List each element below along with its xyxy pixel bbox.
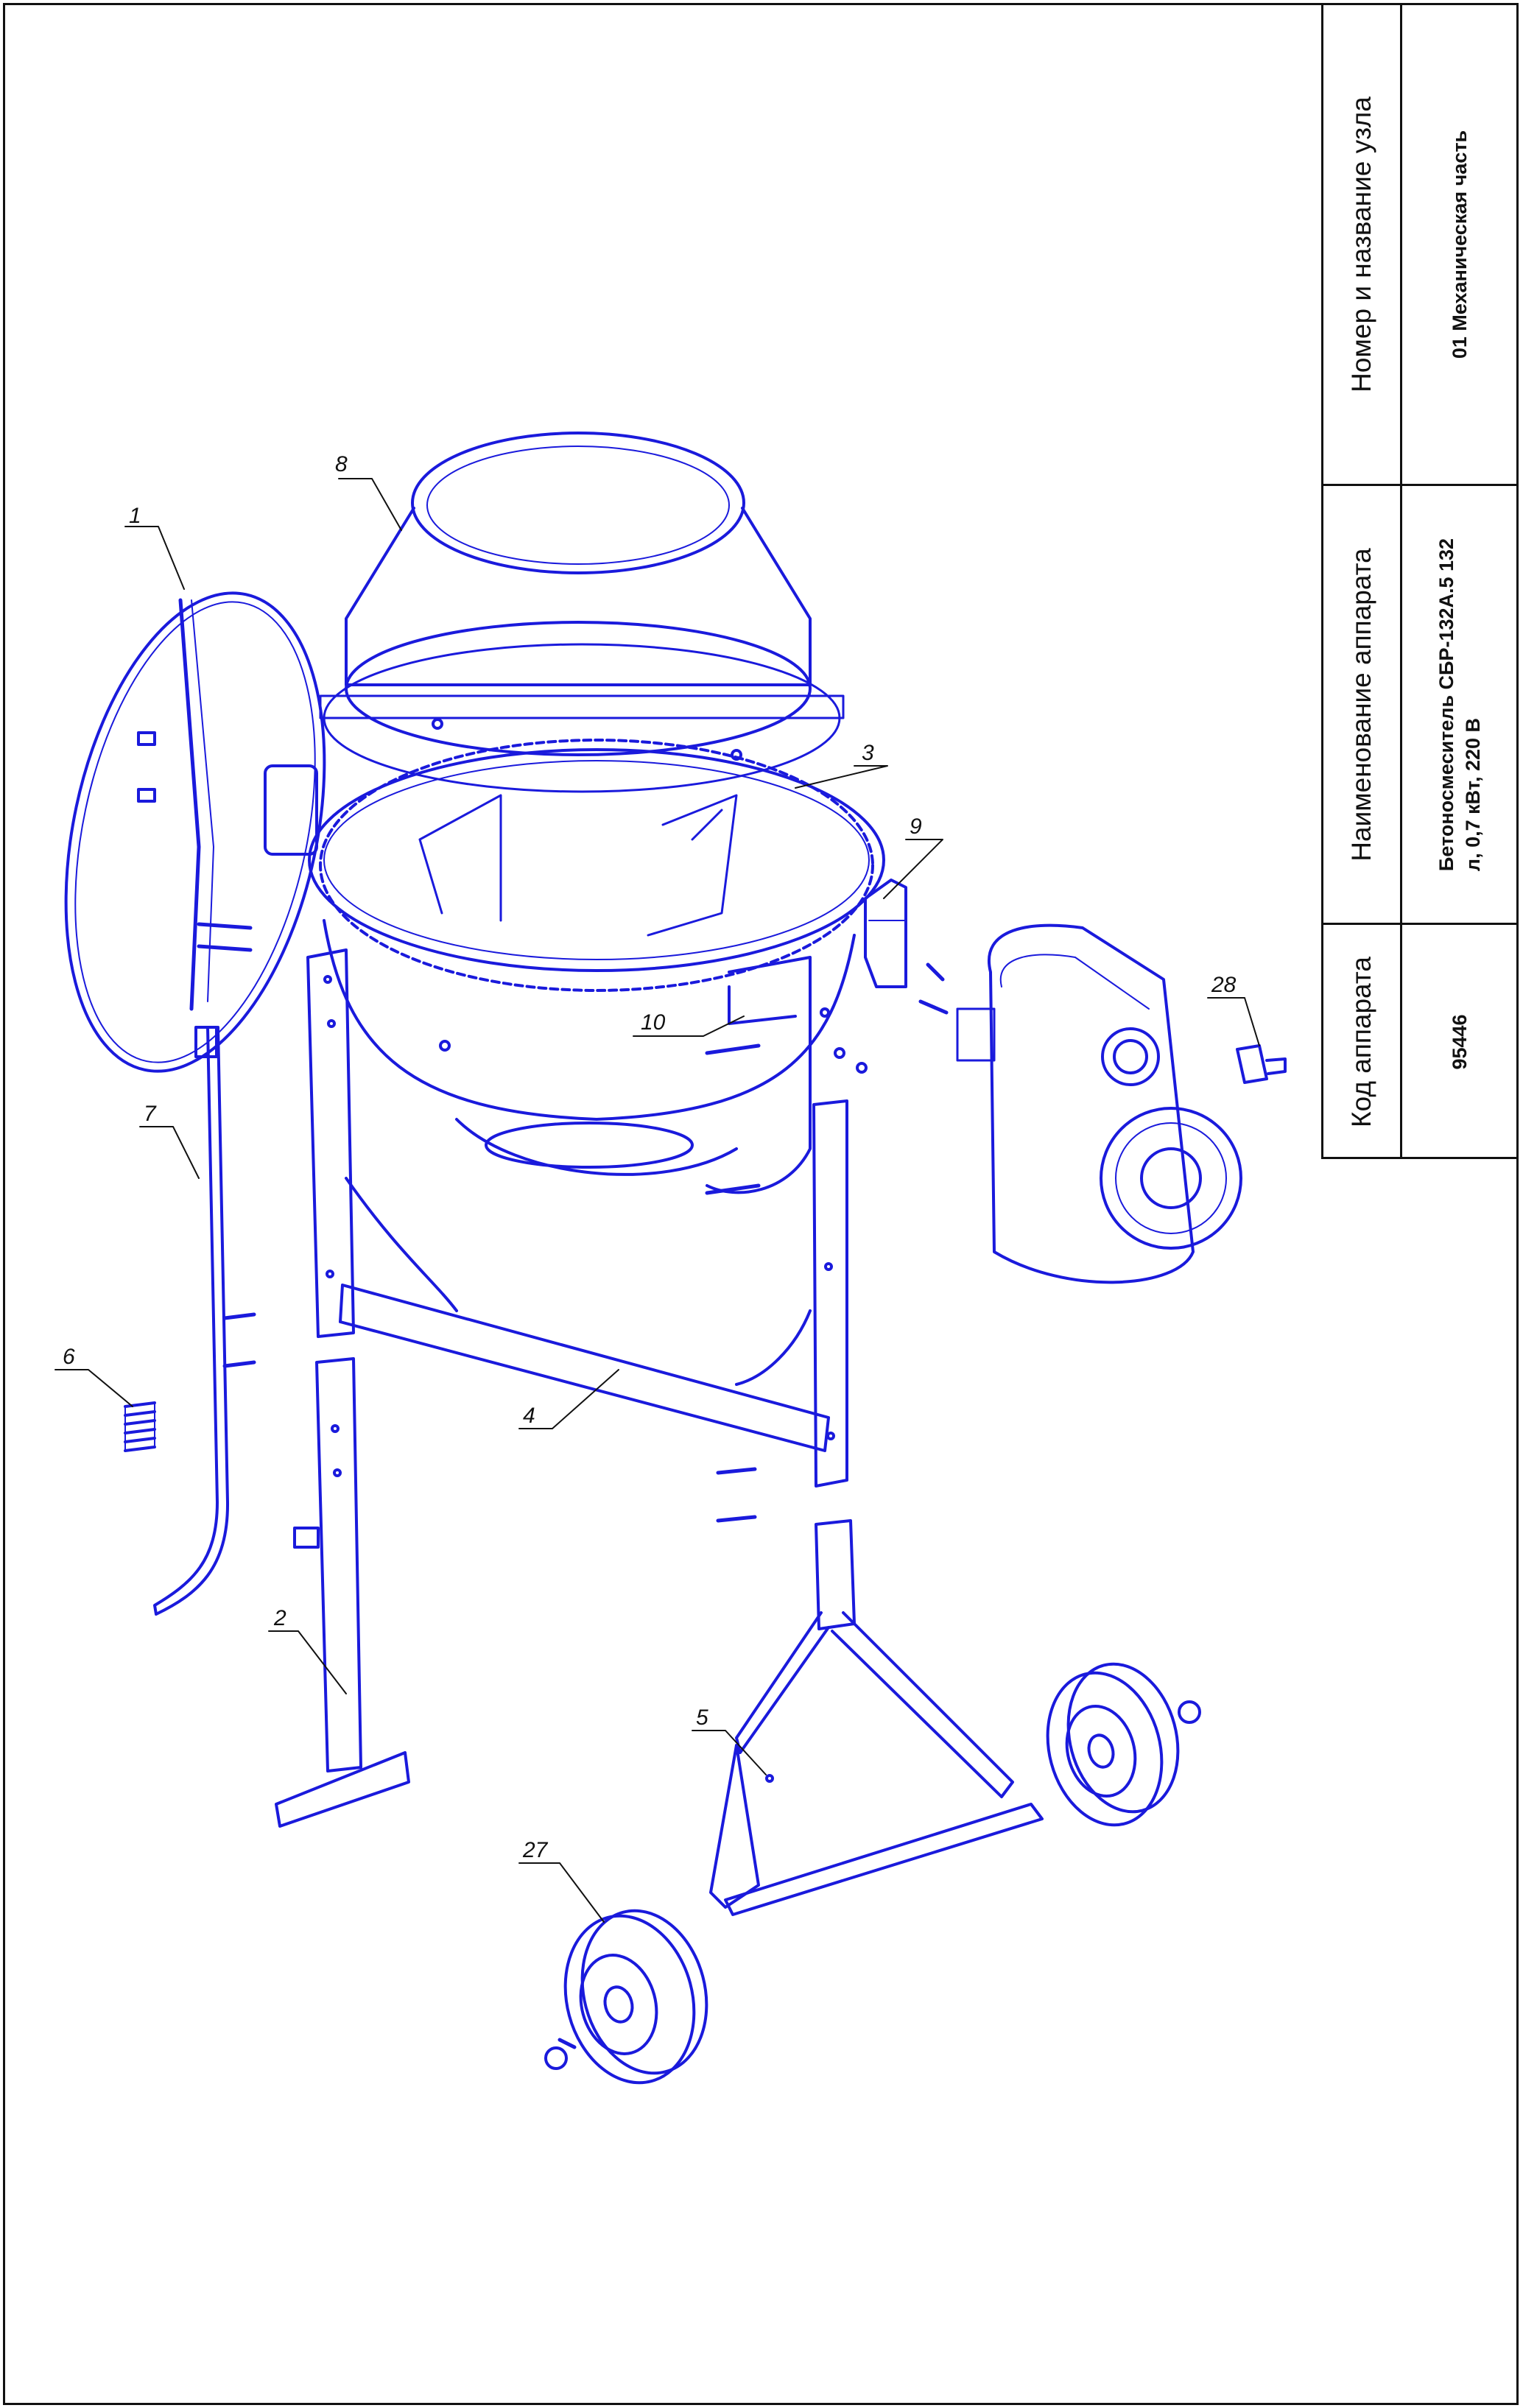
callout-4: 4	[523, 1404, 535, 1428]
guard-ring	[64, 591, 326, 1073]
callout-5: 5	[696, 1705, 708, 1730]
switch-knob	[1236, 1044, 1287, 1084]
spring	[124, 1401, 156, 1452]
apparatus-code-header: Код аппарата	[1346, 957, 1376, 1127]
callout-9: 9	[910, 814, 922, 839]
callout-3: 3	[862, 741, 874, 765]
callout-leaders	[54, 478, 1260, 1923]
drive-bracket	[705, 956, 868, 1195]
callout-10: 10	[641, 1010, 666, 1035]
apparatus-name-line1: Бетоносмеситель СБР-132А.5 132	[1435, 538, 1457, 871]
stand-frame	[306, 948, 848, 1488]
sheet-border	[3, 3, 1519, 2405]
title-block: Номер и название узла Наименование аппар…	[1321, 4, 1516, 1159]
title-block-headers: Номер и название узла Наименование аппар…	[1323, 4, 1402, 1157]
callout-8: 8	[335, 452, 348, 476]
callout-27: 27	[522, 1838, 549, 1862]
callout-28: 28	[1211, 973, 1237, 997]
wheel-left	[544, 1909, 708, 2085]
title-block-values: 01 Механическая часть Бетоносмеситель СБ…	[1402, 4, 1516, 1157]
callout-labels: 1 8 3 9 10 7 6 4 2 5 27 28	[63, 452, 1237, 1862]
wheel-right	[1046, 1662, 1201, 1827]
tilt-handle	[153, 1026, 256, 1616]
callout-2: 2	[273, 1606, 286, 1630]
node-header: Номер и название узла	[1346, 96, 1376, 392]
motor-housing	[956, 923, 1242, 1284]
apparatus-name-line2: л, 0,7 кВт, 220 В	[1461, 717, 1484, 871]
drum-body	[308, 739, 885, 1176]
callout-1: 1	[129, 504, 141, 528]
rear-leg	[275, 1357, 410, 1828]
motor-bracket	[864, 879, 949, 1015]
apparatus-code-value: 95446	[1448, 1014, 1471, 1070]
axle-frame	[709, 1519, 1044, 1916]
apparatus-name-header: Наименование аппарата	[1346, 547, 1376, 862]
drum-top-cone	[319, 432, 845, 793]
fasteners	[716, 1467, 757, 1523]
callout-7: 7	[144, 1102, 157, 1126]
node-value: 01 Механическая часть	[1448, 130, 1471, 359]
callout-6: 6	[63, 1345, 75, 1369]
